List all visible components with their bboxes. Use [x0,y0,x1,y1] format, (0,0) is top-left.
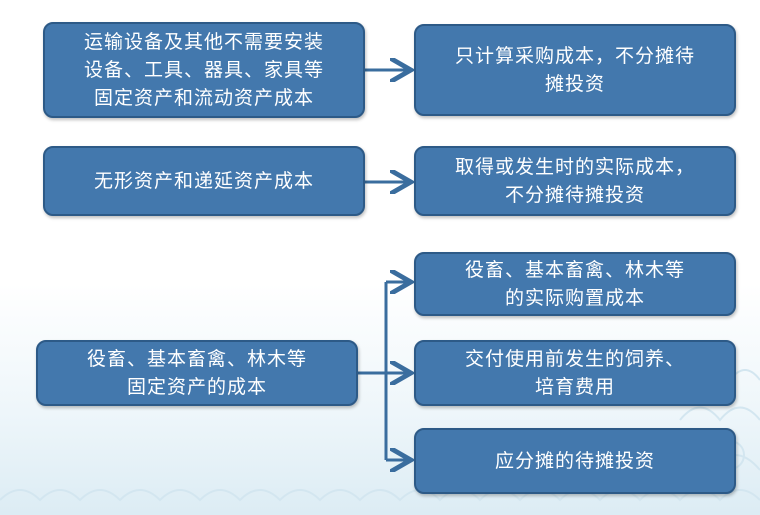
target-row3-1-line1: 役畜、基本畜禽、林木等 [464,259,685,281]
source-box-row2: 无形资产和递延资产成本 [43,146,365,216]
target-row3-2-line1: 交付使用前发生的饲养、 [464,348,685,370]
source-row3-line1: 役畜、基本畜禽、林木等 [86,348,307,370]
source-row3-line2: 固定资产的成本 [126,376,267,398]
target-box-row3-3: 应分摊的待摊投资 [414,428,736,494]
source-row1-line1: 运输设备及其他不需要安装 [83,31,324,53]
target-row2-line2: 不分摊待摊投资 [504,184,645,206]
target-box-row3-1: 役畜、基本畜禽、林木等 的实际购置成本 [414,252,736,316]
target-box-row3-2: 交付使用前发生的饲养、 培育费用 [414,340,736,406]
source-box-row1: 运输设备及其他不需要安装 设备、工具、器具、家具等 固定资产和流动资产成本 [43,22,365,118]
source-row2-line1: 无形资产和递延资产成本 [93,170,314,192]
target-box-row2: 取得或发生时的实际成本， 不分摊待摊投资 [414,146,736,216]
target-row1-line2: 摊投资 [544,73,605,95]
target-row3-3-line1: 应分摊的待摊投资 [494,450,655,472]
source-row1-line2: 设备、工具、器具、家具等 [83,59,324,81]
target-row1-line1: 只计算采购成本，不分摊待 [454,45,695,67]
target-row3-1-line2: 的实际购置成本 [504,287,645,309]
source-box-row3: 役畜、基本畜禽、林木等 固定资产的成本 [36,340,358,406]
target-row2-line1: 取得或发生时的实际成本， [454,156,695,178]
target-row3-2-line2: 培育费用 [534,376,615,398]
target-box-row1: 只计算采购成本，不分摊待 摊投资 [414,24,736,116]
source-row1-line3: 固定资产和流动资产成本 [93,87,314,109]
